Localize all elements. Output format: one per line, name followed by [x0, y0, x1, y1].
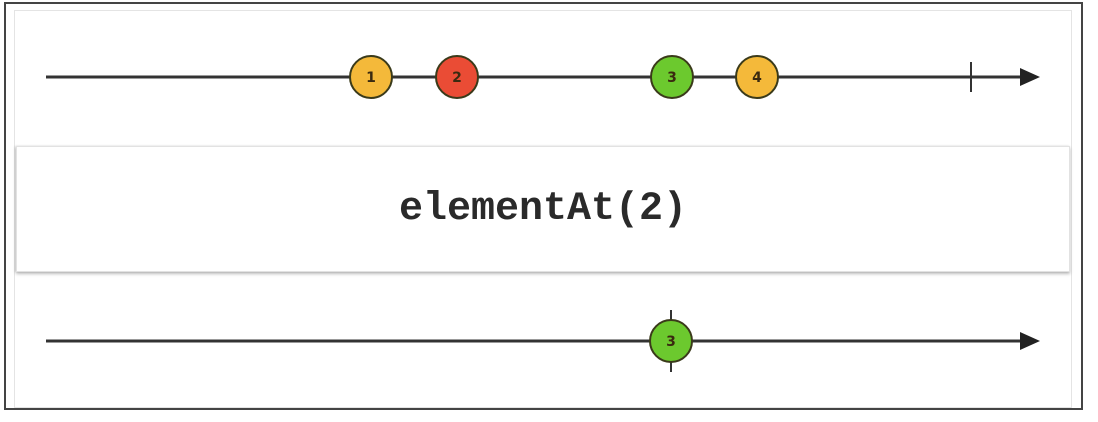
- marble-circle: [435, 55, 479, 99]
- output-timeline: [46, 310, 1040, 372]
- marble-circle: [349, 55, 393, 99]
- marble-3: 3: [649, 319, 693, 363]
- marble-circle: [649, 319, 693, 363]
- marble-2: 2: [435, 55, 479, 99]
- marble-label: 3: [667, 70, 677, 86]
- arrow-head-icon: [1020, 332, 1040, 350]
- marble-label: 2: [452, 70, 462, 86]
- marble-circle: [650, 55, 694, 99]
- marble-4: 4: [735, 55, 779, 99]
- marble-label: 3: [666, 334, 676, 350]
- marble-1: 1: [349, 55, 393, 99]
- operator-label: elementAt(2): [398, 186, 688, 232]
- marble-label: 1: [366, 70, 376, 86]
- marble-3: 3: [650, 55, 694, 99]
- diagram-panel: [14, 10, 1072, 408]
- arrow-head-icon: [1020, 68, 1040, 86]
- input-timeline: [46, 62, 1040, 92]
- marble-circle: [735, 55, 779, 99]
- marble-label: 4: [752, 70, 762, 86]
- operator-box: elementAt(2): [16, 146, 1070, 272]
